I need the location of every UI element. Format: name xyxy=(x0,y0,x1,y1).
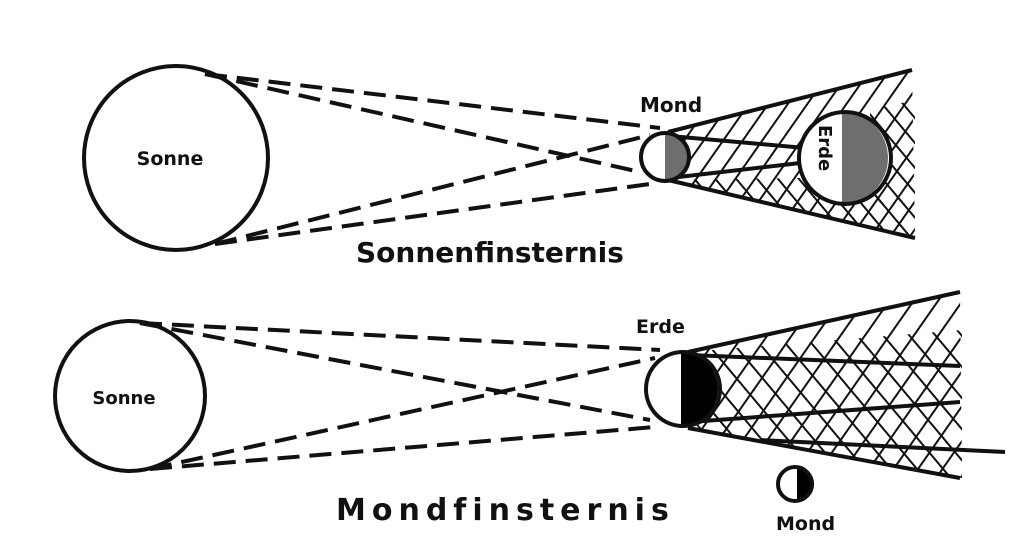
moon-label: Mond xyxy=(776,513,835,535)
sun-label: Sonne xyxy=(137,148,204,170)
shadow-cone-lines xyxy=(667,68,916,240)
sun-label: Sonne xyxy=(92,388,155,409)
lunar-eclipse-group: Sonne Erde Mond Mondfinstern xyxy=(53,290,1006,535)
earth-label: Erde xyxy=(636,316,685,338)
sunlight-rays xyxy=(139,321,661,471)
lunar-eclipse-title: Mondfinsternis xyxy=(336,493,675,528)
earth-body xyxy=(644,350,722,428)
moon-body xyxy=(776,465,814,503)
umbra-crosshatch xyxy=(688,330,962,478)
earth-body xyxy=(797,110,893,206)
earth-label: Erde xyxy=(814,125,835,171)
shadow-cone-lines xyxy=(687,290,1006,480)
solar-eclipse-group: Sonne Mond Erde Sonnenfinstern xyxy=(82,64,916,269)
moon-label: Mond xyxy=(640,93,702,117)
solar-eclipse-title: Sonnenfinsternis xyxy=(356,236,624,269)
moon-body xyxy=(639,131,691,183)
sun-circle xyxy=(53,319,207,473)
sun-circle xyxy=(82,64,270,252)
sunlight-rays xyxy=(204,72,661,246)
